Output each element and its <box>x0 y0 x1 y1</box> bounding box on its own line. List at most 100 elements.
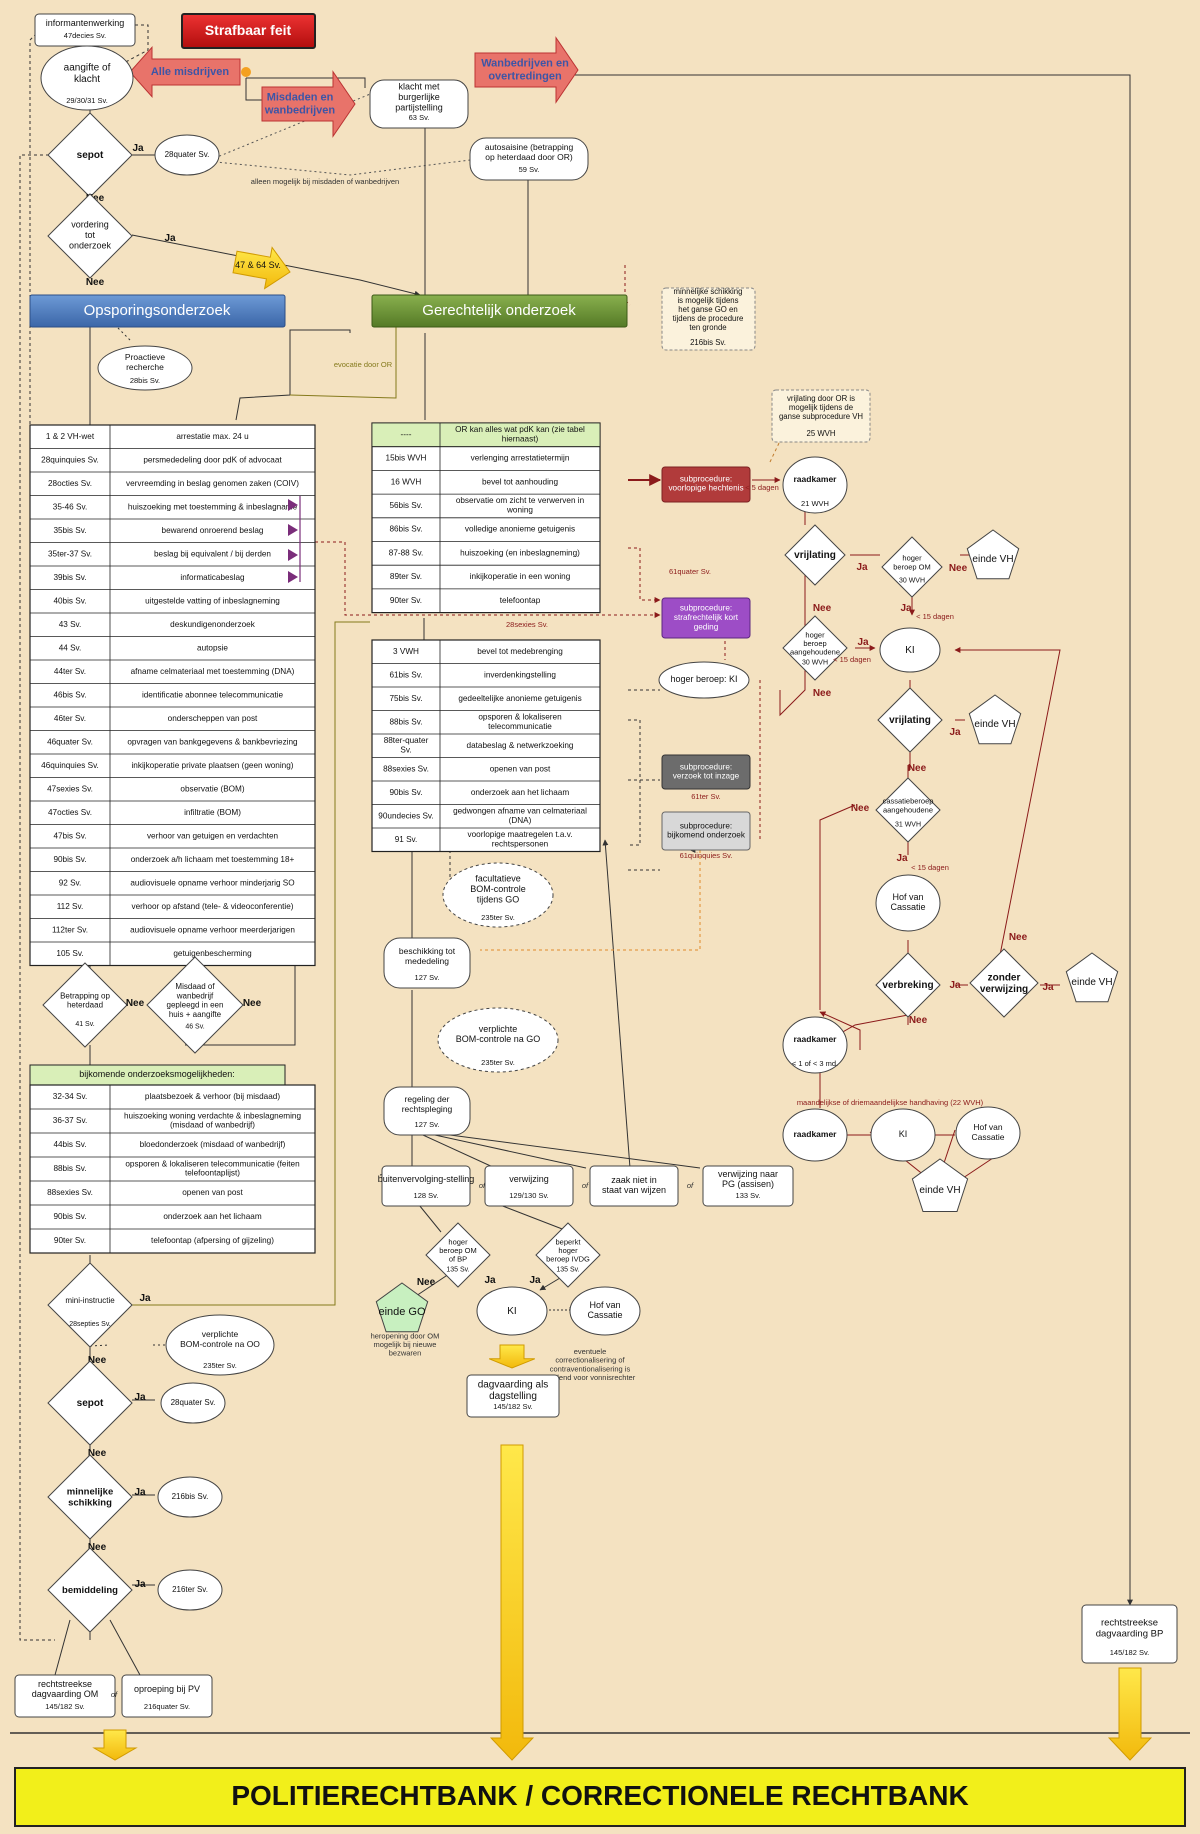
opsporing-table <box>29 424 316 967</box>
informantenwerking-ref: 47decies Sv. <box>64 31 106 40</box>
table-cell-desc: gedeeltelijke anonieme getuigenis <box>458 694 581 703</box>
verplichte-oo <box>165 1314 275 1376</box>
table-cell-desc: inverdenkingstelling <box>484 670 556 679</box>
oproeping-pv <box>121 1674 213 1718</box>
subprocedure-inzage-label: subprocedure:verzoek tot inzage <box>673 762 740 780</box>
arrow-47-64 <box>232 246 291 290</box>
connector-line <box>411 1129 496 1169</box>
connector-line <box>480 850 701 951</box>
opsporing-header <box>29 294 286 328</box>
connector-line <box>54 1619 71 1676</box>
connector-line <box>132 621 370 1306</box>
table-cell-desc: openen van post <box>490 764 551 773</box>
hoger-beroep-om-bp-ref: 135 Sv. <box>446 1266 469 1273</box>
table-cell-desc: onderscheppen van post <box>168 714 258 723</box>
beperkt-hoger-beroep-ref: 135 Sv. <box>556 1266 579 1273</box>
table-cell-desc: infiltratie (BOM) <box>184 808 241 817</box>
subprocedure-vh-label: subprocedure:voorlopige hechtenis <box>668 474 743 492</box>
outcome-0-ref: 128 Sv. <box>414 1191 439 1200</box>
ki-1-title: KI <box>905 645 914 656</box>
nee-verbreking: Nee <box>909 1015 928 1026</box>
ja-hb-aang: Ja <box>857 637 869 648</box>
bijkomend-table <box>29 1084 316 1254</box>
of-separator: of <box>687 1181 694 1190</box>
table-cell-ref: 90bis Sv. <box>53 1212 86 1221</box>
purple-marker <box>288 499 298 511</box>
einde-vh-1 <box>966 529 1020 580</box>
connector-line <box>245 78 262 101</box>
table-cell-desc: audiovisuele opname verhoor meerderjarig… <box>130 925 295 934</box>
hoger-beroep-om <box>881 536 943 598</box>
autosaisine-ref: 59 Sv. <box>519 165 540 174</box>
table-cell-desc: voorlopige maatregelen t.a.v.rechtsperso… <box>468 830 573 848</box>
verplichte-oo-ref: 235ter Sv. <box>203 1361 237 1370</box>
mini-instructie <box>47 1262 133 1348</box>
vrijlating-2-label: vrijlating <box>889 715 931 726</box>
ki-2-title: KI <box>899 1129 908 1139</box>
klacht-burgerlijke <box>369 79 469 129</box>
nee-hb-om: Nee <box>949 563 968 574</box>
cassatieberoep <box>875 777 941 843</box>
misdaden-arrow <box>261 70 356 138</box>
table-cell-ref: 44ter Sv. <box>54 667 86 676</box>
regeling-ref: 127 Sv. <box>415 1120 440 1129</box>
table-cell-desc: bloedonderzoek (misdaad of wanbedrijf) <box>140 1140 286 1149</box>
nee-misdaad: Nee <box>243 998 262 1009</box>
table-cell-desc: verhoor van getuigen en verdachten <box>147 831 279 840</box>
table-cell-desc: audiovisuele opname verhoor minderjarig … <box>130 878 294 887</box>
connector-line <box>411 1129 587 1169</box>
einde-vh-4 <box>911 1158 969 1212</box>
table-cell-ref: 36-37 Sv. <box>53 1116 87 1125</box>
sepot-2 <box>47 1360 133 1446</box>
subprocedure-bijkomend <box>661 811 751 851</box>
ja-mini: Ja <box>139 1293 151 1304</box>
table-cell-ref: 105 Sv. <box>56 949 83 958</box>
minnelijke-box-ref: 216bis Sv. <box>690 338 726 347</box>
vrijlating-1-label: vrijlating <box>794 550 836 561</box>
outcome-1-ref: 129/130 Sv. <box>509 1191 548 1200</box>
yellow-arrow-dagstelling <box>489 1344 535 1369</box>
outcome-3 <box>702 1165 794 1207</box>
connector-line <box>819 1011 861 1050</box>
strafbaar-feit-box <box>181 13 316 49</box>
less15a-note: < 15 dagen <box>916 612 954 621</box>
table-cell-ref: 56bis Sv. <box>389 501 422 510</box>
nee-sepot-1: Nee <box>86 193 105 204</box>
connector-line <box>235 329 351 421</box>
funnel-arrow-right <box>1107 1667 1153 1761</box>
table-cell-ref: 90bis Sv. <box>389 788 422 797</box>
table-cell-ref: 46bis Sv. <box>53 690 86 699</box>
table-cell-desc: getuigenbescherming <box>173 949 252 958</box>
arrow-47-64-label: 47 & 64 Sv. <box>235 260 281 270</box>
subprocedure-bijkomend-label: subprocedure:bijkomend onderzoek <box>667 821 746 839</box>
gerechtelijk-header <box>371 294 628 328</box>
connector-line <box>246 77 366 88</box>
informantenwerking-title: informantenwerking <box>46 18 125 28</box>
table-cell-desc: huiszoeking met toestemming & inbeslagna… <box>128 502 298 511</box>
table-cell-desc: observatie (BOM) <box>180 784 244 793</box>
table-cell-ref: 112ter Sv. <box>52 925 88 934</box>
table-cell-desc: beslag bij equivalent / bij derden <box>154 549 271 558</box>
table-cell-desc: bewarend onroerend beslag <box>162 526 264 535</box>
maandelijkse-note: maandelijkse of driemaandelijkse handhav… <box>797 1098 984 1107</box>
connector-line <box>628 719 641 846</box>
rechtstreekse-bp <box>1081 1604 1178 1664</box>
betrapping <box>42 962 128 1048</box>
